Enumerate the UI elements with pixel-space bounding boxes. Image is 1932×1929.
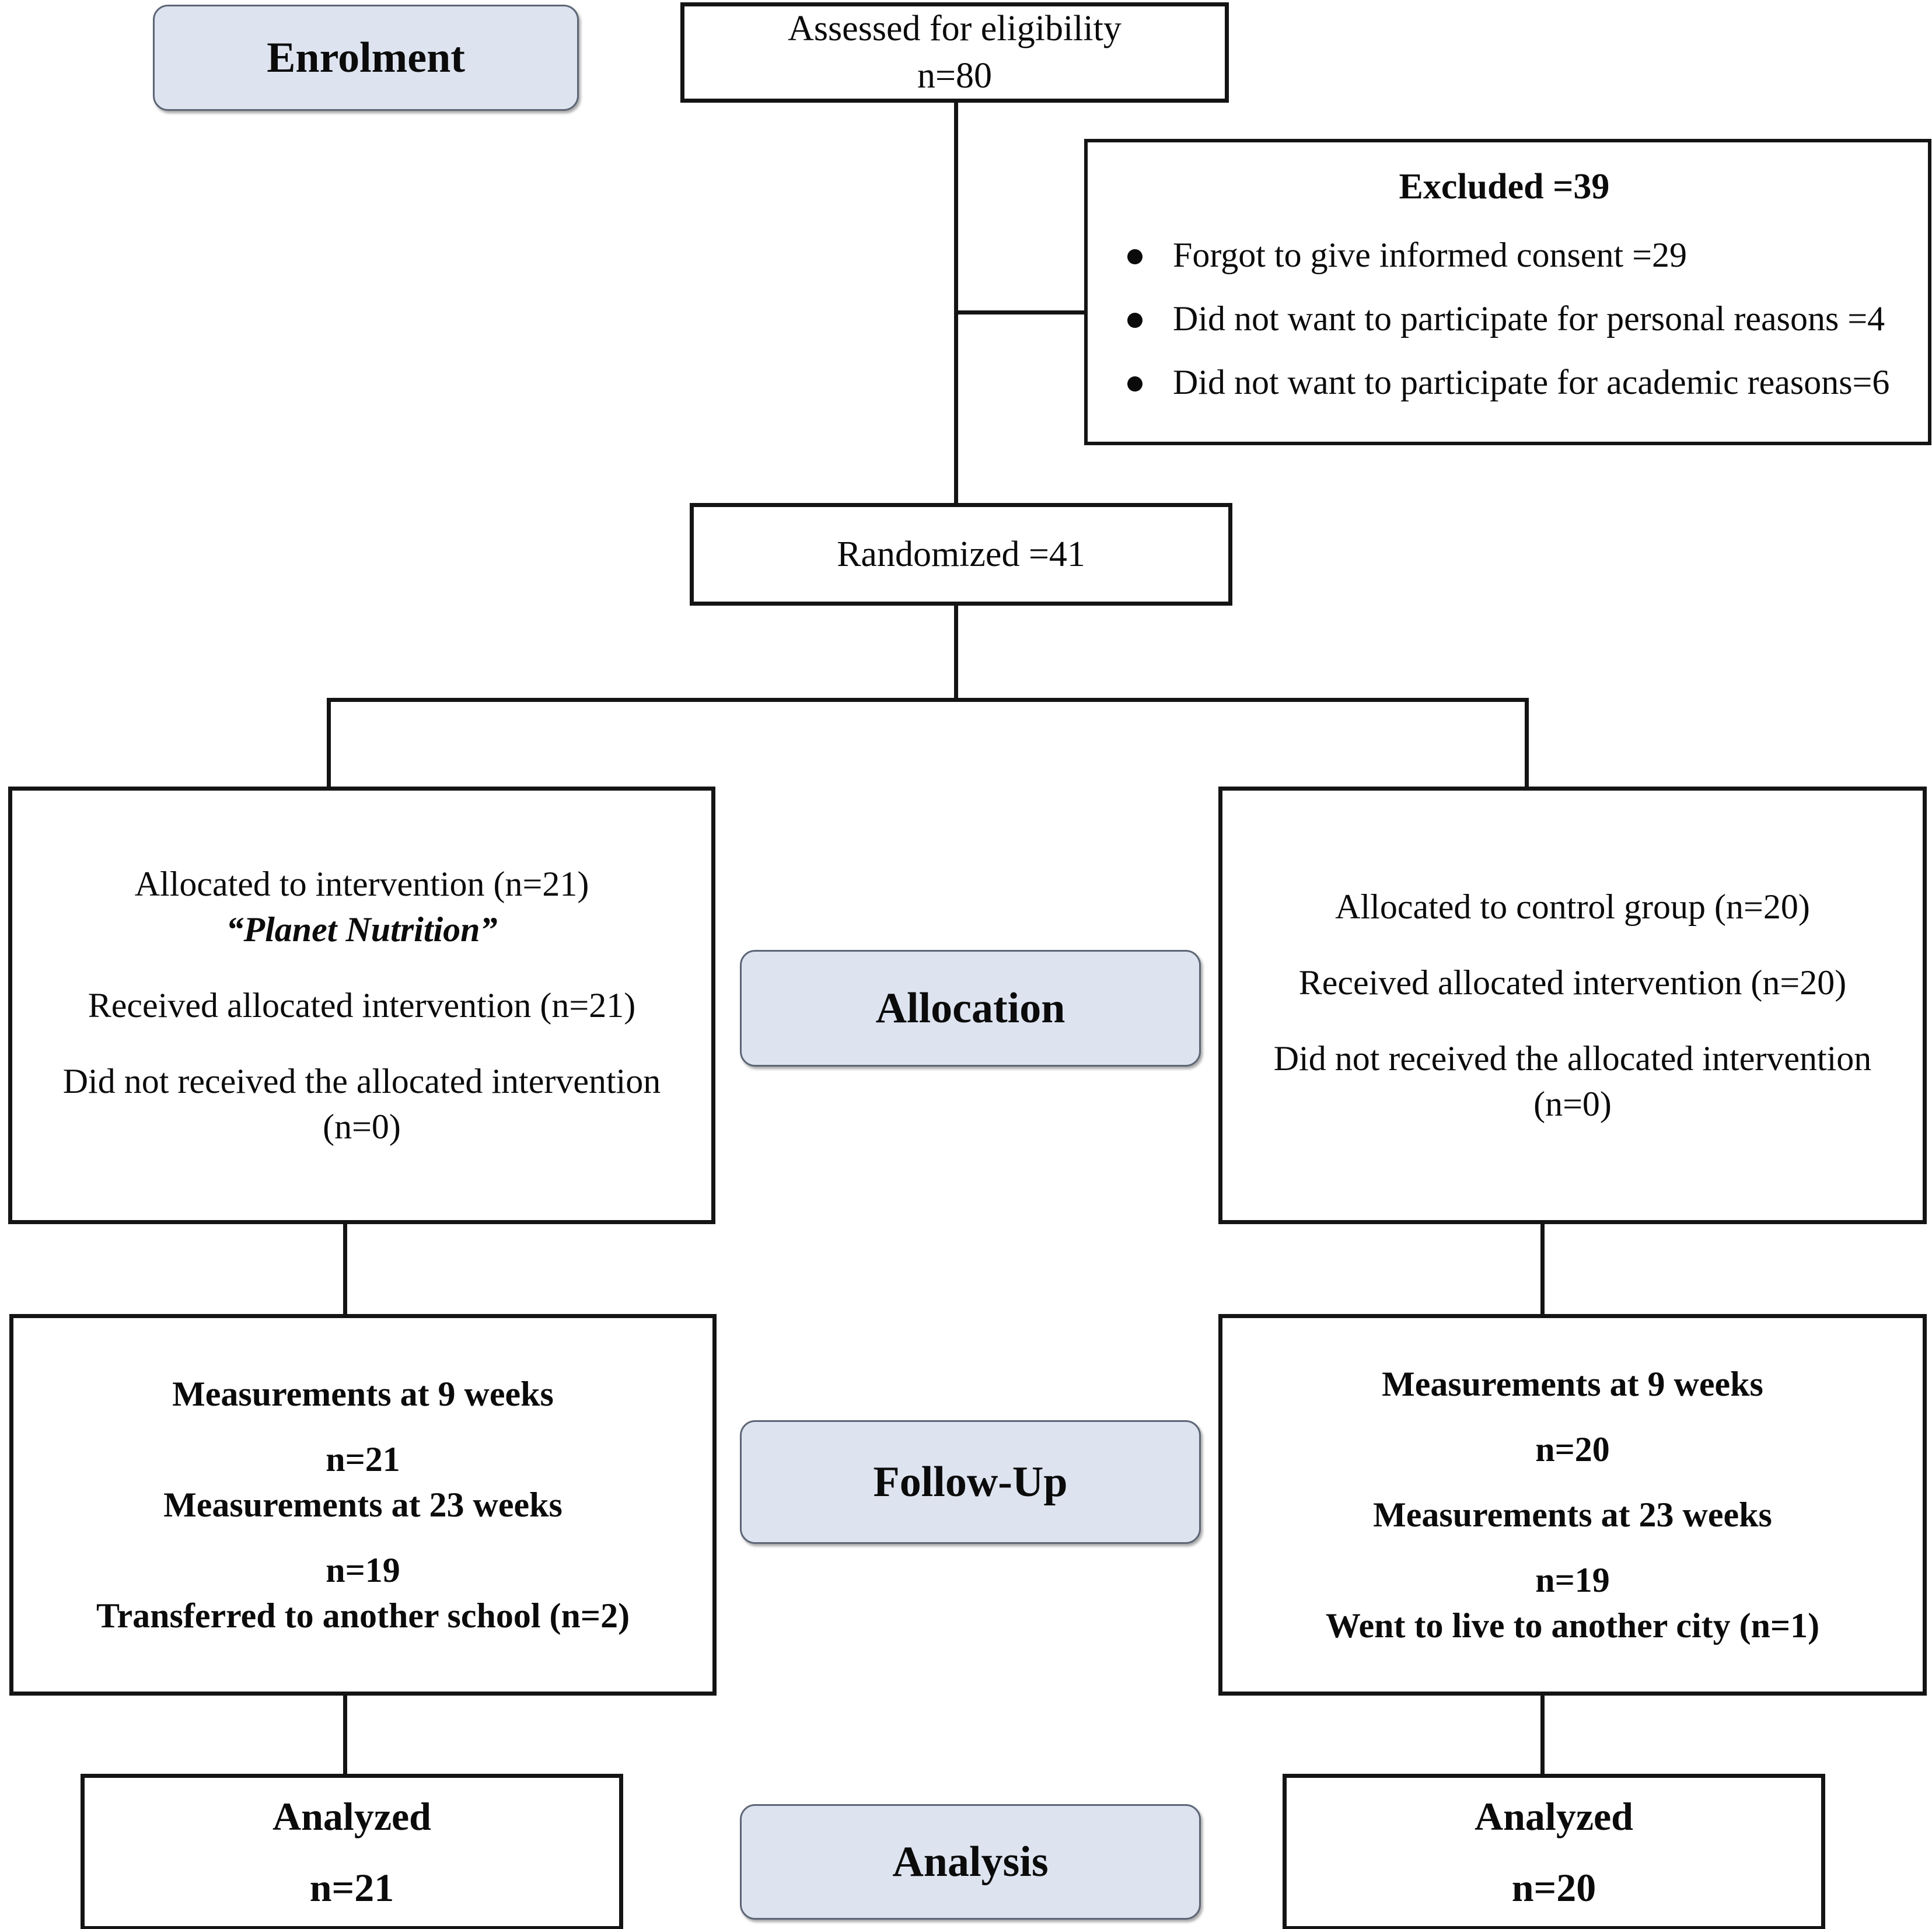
stage-label-followup: Follow-Up xyxy=(740,1420,1201,1544)
control-received-line: Received allocated intervention (n=20) xyxy=(1298,963,1847,1002)
followup-intervention-m23-count: n=19 xyxy=(326,1551,400,1589)
stage-label-allocation-text: Allocation xyxy=(875,984,1065,1032)
stage-label-followup-text: Follow-Up xyxy=(873,1458,1068,1506)
bullet-icon xyxy=(1127,376,1143,392)
connector-intervention-followup-to-analysis xyxy=(343,1691,347,1776)
followup-control-m23-count: n=19 xyxy=(1535,1561,1610,1599)
analyzed-control-count: n=20 xyxy=(1511,1865,1596,1910)
box-allocated-intervention: Allocated to intervention (n=21) “Planet… xyxy=(8,787,715,1224)
excluded-reason-list: Forgot to give informed consent =29 Did … xyxy=(1108,234,1901,404)
assessed-label: Assessed for eligibility xyxy=(788,9,1122,49)
excluded-reason-text: Did not want to participate for academic… xyxy=(1173,362,1890,401)
connector-split-to-control xyxy=(1525,698,1529,789)
box-analyzed-intervention: Analyzed n=21 xyxy=(81,1774,623,1929)
followup-intervention-m9-label: Measurements at 9 weeks xyxy=(172,1375,554,1413)
box-followup-control: Measurements at 9 weeks n=20 Measurement… xyxy=(1218,1314,1927,1696)
connector-assessed-to-randomized xyxy=(954,100,958,503)
excluded-reason-text: Forgot to give informed consent =29 xyxy=(1173,235,1687,274)
stage-label-allocation: Allocation xyxy=(740,950,1201,1067)
connector-split-bar xyxy=(327,698,1529,702)
connector-control-allocation-to-followup xyxy=(1540,1222,1545,1318)
stage-label-analysis-text: Analysis xyxy=(892,1837,1049,1886)
connector-split-to-intervention xyxy=(327,698,331,789)
connector-control-followup-to-analysis xyxy=(1540,1691,1545,1776)
randomized-label: Randomized =41 xyxy=(837,534,1085,574)
excluded-content: Excluded =39 Forgot to give informed con… xyxy=(1088,163,1928,425)
excluded-reason-item: Did not want to participate for academic… xyxy=(1108,361,1901,404)
followup-control-dropout: Went to live to another city (n=1) xyxy=(1325,1606,1820,1645)
excluded-reason-item: Did not want to participate for personal… xyxy=(1108,298,1901,340)
control-not-received-line: Did not received the allocated intervent… xyxy=(1273,1039,1872,1123)
bullet-icon xyxy=(1127,249,1143,264)
stage-label-enrolment: Enrolment xyxy=(153,5,579,111)
intervention-allocated-line: Allocated to intervention (n=21) xyxy=(134,865,589,903)
connector-assessed-to-excluded xyxy=(954,310,1087,314)
stage-label-enrolment-text: Enrolment xyxy=(267,33,465,82)
box-randomized: Randomized =41 xyxy=(690,503,1232,606)
excluded-reason-item: Forgot to give informed consent =29 xyxy=(1108,234,1901,277)
excluded-reason-text: Did not want to participate for personal… xyxy=(1173,299,1885,338)
connector-intervention-allocation-to-followup xyxy=(343,1222,347,1318)
followup-control-m9-label: Measurements at 9 weeks xyxy=(1382,1365,1763,1403)
box-excluded: Excluded =39 Forgot to give informed con… xyxy=(1084,139,1931,445)
intervention-program-name: “Planet Nutrition” xyxy=(226,910,498,949)
bullet-icon xyxy=(1127,312,1143,328)
analyzed-intervention-label: Analyzed xyxy=(272,1794,431,1839)
box-allocated-control: Allocated to control group (n=20) Receiv… xyxy=(1218,787,1927,1224)
analyzed-control-label: Analyzed xyxy=(1475,1794,1633,1839)
box-followup-intervention: Measurements at 9 weeks n=21 Measurement… xyxy=(9,1314,717,1696)
followup-control-m9-count: n=20 xyxy=(1535,1430,1610,1469)
followup-intervention-dropout: Transferred to another school (n=2) xyxy=(96,1596,630,1635)
intervention-received-line: Received allocated intervention (n=21) xyxy=(88,986,636,1025)
box-analyzed-control: Analyzed n=20 xyxy=(1283,1774,1825,1929)
control-allocated-line: Allocated to control group (n=20) xyxy=(1335,887,1810,926)
analyzed-intervention-count: n=21 xyxy=(309,1865,394,1910)
connector-randomized-down xyxy=(954,603,958,701)
excluded-heading: Excluded =39 xyxy=(1399,167,1610,207)
followup-intervention-m23-label: Measurements at 23 weeks xyxy=(163,1486,563,1524)
followup-control-m23-label: Measurements at 23 weeks xyxy=(1373,1495,1772,1534)
intervention-not-received-line: Did not received the allocated intervent… xyxy=(62,1062,661,1146)
followup-intervention-m9-count: n=21 xyxy=(326,1440,400,1479)
stage-label-analysis: Analysis xyxy=(740,1804,1201,1920)
box-assessed-for-eligibility: Assessed for eligibility n=80 xyxy=(680,2,1229,103)
assessed-count: n=80 xyxy=(917,56,992,96)
